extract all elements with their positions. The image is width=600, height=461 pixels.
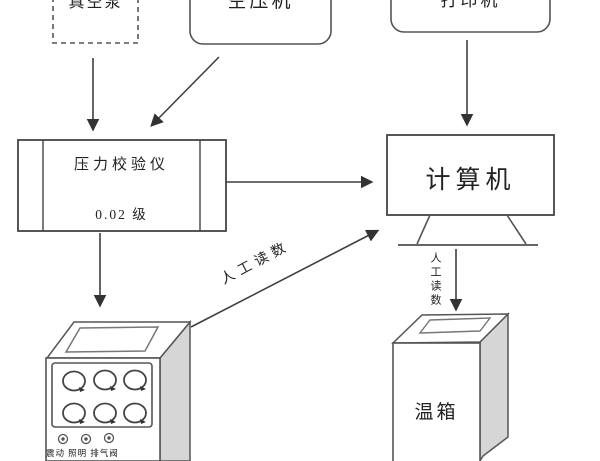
arrow-compressor-to-calibrator	[150, 56, 220, 127]
valve-knob	[62, 402, 86, 424]
device-top-window	[64, 326, 160, 353]
printer-label: 打印机	[440, 0, 501, 10]
vacuum-pump-box	[52, 0, 139, 44]
air-compressor-label: 空压机	[227, 0, 294, 12]
air-compressor-box	[189, 0, 332, 45]
arrow-device-to-computer	[190, 229, 380, 328]
indicator-light	[103, 432, 115, 444]
indicator-light-dot	[107, 436, 111, 440]
printer-box	[390, 0, 551, 33]
temp-chamber-label: 温箱	[414, 402, 459, 423]
indicator-lights	[57, 432, 115, 445]
chamber-top-window	[418, 317, 492, 334]
device-knob-panel	[51, 362, 153, 428]
pressure-calibrator-box	[17, 139, 227, 232]
monitor-stand-right	[506, 214, 527, 245]
valve-knob	[93, 402, 117, 424]
calibrator-grade: 0.02 级	[95, 207, 148, 222]
valve-knob	[123, 402, 147, 424]
valve-knob-pointers	[79, 386, 146, 424]
calibrator-label: 压力校验仪	[73, 157, 169, 173]
valve-knob	[62, 370, 86, 392]
device-controls-label: 震动 照明 排气阀	[46, 448, 119, 458]
indicator-light-dot	[84, 437, 88, 441]
temperature-chamber	[391, 312, 510, 461]
valve-knob	[93, 369, 117, 391]
indicator-light-dot	[61, 437, 65, 441]
manual-reading-label-vertical: 人工读数	[429, 252, 441, 308]
chamber-front-face	[392, 342, 481, 461]
computer-monitor	[386, 134, 555, 246]
computer-label: 计算机	[425, 167, 516, 194]
valve-knob	[123, 369, 147, 391]
valve-knobs	[62, 369, 147, 424]
indicator-light	[80, 433, 92, 445]
vacuum-pump-label: 真空泵	[68, 0, 123, 11]
piston-gauge-device	[45, 319, 192, 461]
monitor-stand-left	[416, 214, 431, 245]
indicator-light	[57, 433, 69, 445]
